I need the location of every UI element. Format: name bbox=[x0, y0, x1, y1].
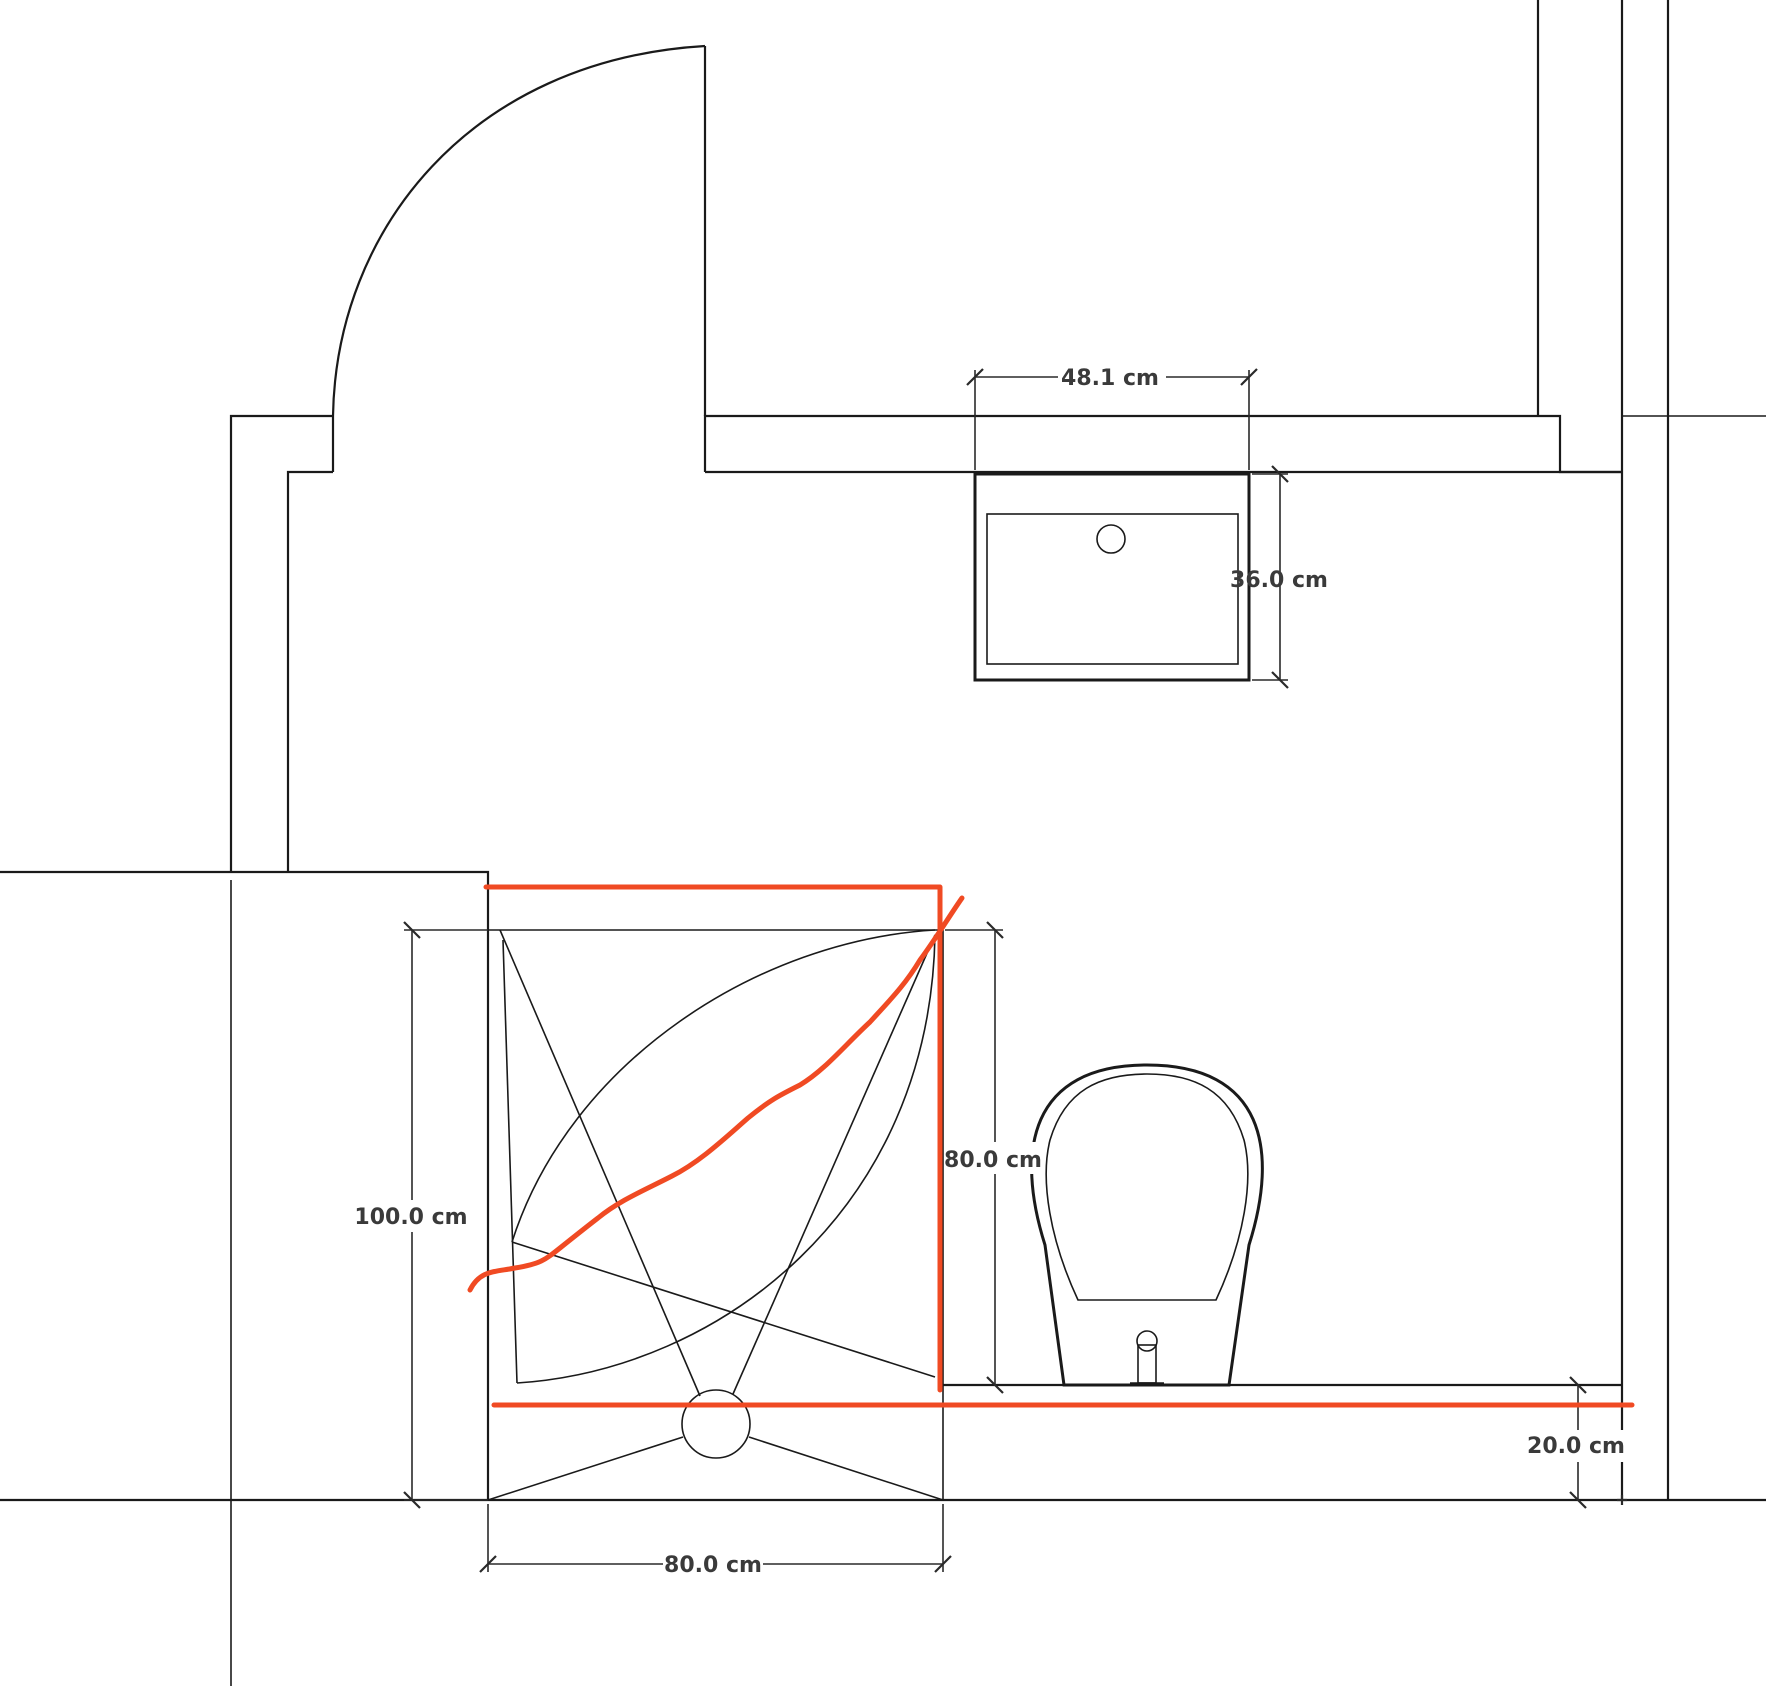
dim-label-step-depth: 20.0 cm bbox=[1527, 1434, 1625, 1459]
dim-label-bg bbox=[663, 1549, 763, 1579]
dim-tick bbox=[966, 368, 984, 386]
dim-label-bg bbox=[352, 1200, 472, 1232]
dim-tick bbox=[1569, 1491, 1587, 1509]
top-wall-outer bbox=[703, 414, 1622, 474]
shower-slope-left bbox=[487, 1436, 684, 1501]
red-markup bbox=[467, 884, 1635, 1408]
left-wall-outer bbox=[229, 414, 333, 872]
basin-outer bbox=[973, 472, 1251, 682]
left-wall-inner bbox=[286, 470, 333, 872]
toilet-flush-icon bbox=[1136, 1330, 1158, 1352]
dim-tick bbox=[1271, 465, 1289, 483]
shower-diagonal-1 bbox=[499, 929, 701, 1397]
dim-label-toilet-gap: 80.0 cm bbox=[944, 1148, 1042, 1173]
shower-diagonal-2 bbox=[732, 934, 936, 1395]
toilet-bowl-outer bbox=[1030, 1063, 1264, 1387]
dim-tick bbox=[403, 921, 421, 939]
left-block bbox=[0, 870, 490, 1500]
markup-curve-line bbox=[467, 895, 965, 1293]
shower-slope-right bbox=[748, 1436, 944, 1501]
dim-tick bbox=[1240, 368, 1258, 386]
dim-label-basin-depth: 36.0 cm bbox=[1230, 568, 1328, 593]
dim-tick bbox=[986, 921, 1004, 939]
dim-label-bg bbox=[1058, 362, 1166, 392]
dim-tick bbox=[986, 1376, 1004, 1394]
markup-proposed-wall bbox=[483, 884, 943, 1393]
dim-tick bbox=[403, 1491, 421, 1509]
dim-tick bbox=[1271, 671, 1289, 689]
dim-tick bbox=[934, 1555, 952, 1573]
toilet-seat bbox=[1045, 1073, 1249, 1301]
dim-label-shower-height: 100.0 cm bbox=[354, 1205, 467, 1230]
basin-bowl bbox=[986, 513, 1239, 665]
toilet bbox=[1030, 1063, 1264, 1387]
dim-label-shower-width: 80.0 cm bbox=[664, 1553, 762, 1578]
shower-panel-left bbox=[502, 939, 518, 1384]
shower-door-arc-bottom bbox=[516, 934, 936, 1384]
basin bbox=[973, 472, 1251, 682]
dim-label-bg bbox=[945, 1142, 1045, 1174]
door-swing-arc bbox=[331, 44, 706, 417]
dim-label-bg bbox=[1527, 1430, 1627, 1462]
basin-drain-icon bbox=[1096, 524, 1126, 554]
dim-tick bbox=[1569, 1376, 1587, 1394]
dim-label-basin-width: 48.1 cm bbox=[1061, 366, 1159, 391]
shower-drain-icon bbox=[681, 1389, 751, 1459]
dim-tick bbox=[479, 1555, 497, 1573]
dimensions: 48.1 cm 36.0 cm 100.0 cm 80.0 cm 80.0 cm bbox=[352, 362, 1627, 1579]
shower-door-arc-top bbox=[511, 929, 936, 1243]
shower-diagonal-3 bbox=[511, 1241, 936, 1378]
